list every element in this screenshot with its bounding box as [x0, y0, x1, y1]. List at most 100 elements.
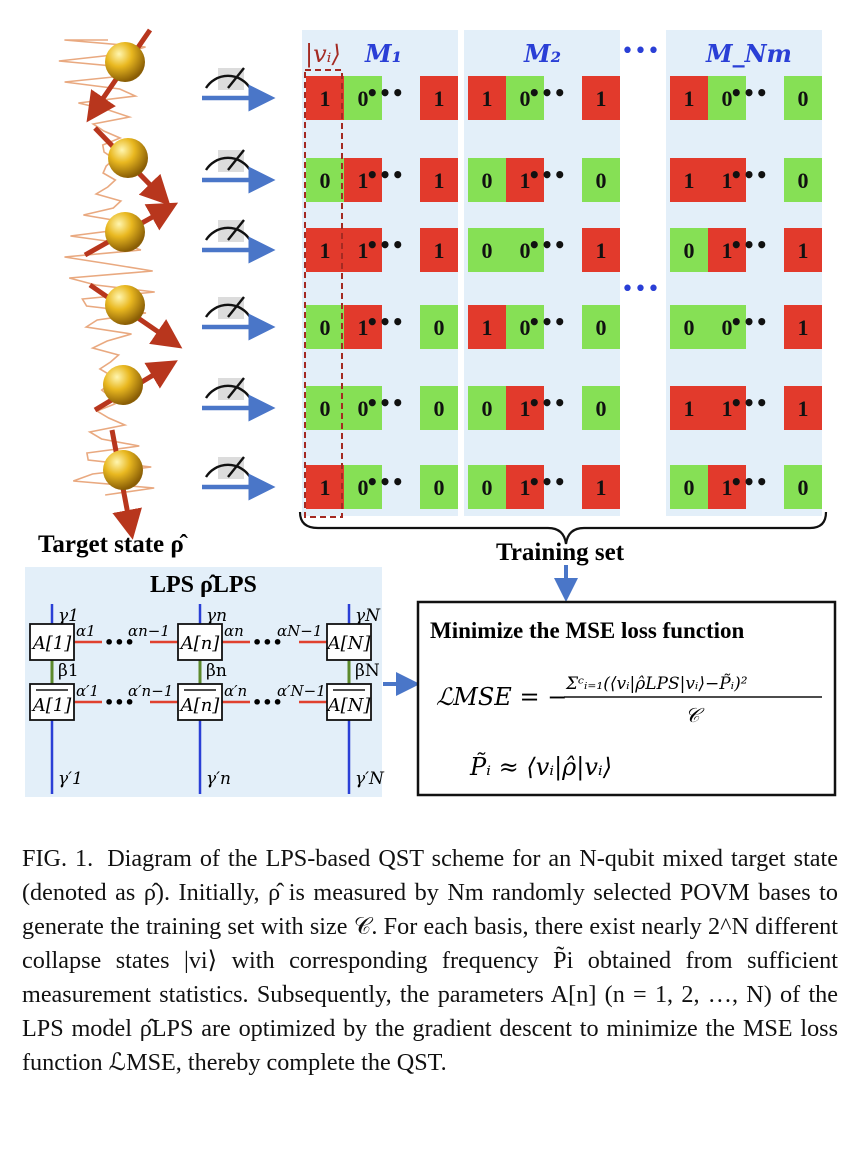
bit-cell: [506, 158, 544, 202]
bit-cell: [708, 386, 746, 430]
bit-cell: [468, 386, 506, 430]
bit-cell: [582, 158, 620, 202]
bit-value: 0: [520, 86, 531, 111]
meter-bg: [218, 68, 244, 90]
meter-needle: [227, 296, 245, 318]
bit-cell: [306, 158, 344, 202]
approx-formula: P̃ᵢ ≈ ⟨vᵢ|ρ̂|vᵢ⟩: [469, 753, 612, 782]
bit-cell: [582, 305, 620, 349]
bit-value: 1: [520, 396, 531, 421]
bit-cell: [784, 228, 822, 272]
bit-value: 0: [596, 168, 607, 193]
bit-value: 0: [722, 315, 733, 340]
bit-value: 0: [358, 396, 369, 421]
caption-text: Diagram of the LPS-based QST scheme for …: [22, 845, 838, 1076]
bit-ellipsis: •••: [366, 310, 404, 334]
bit-cell: [306, 228, 344, 272]
bit-cell: [420, 76, 458, 120]
bit-value: 0: [798, 86, 809, 111]
bit-value: 1: [722, 475, 733, 500]
bit-value: 1: [358, 238, 369, 263]
bit-value: 0: [320, 396, 331, 421]
bit-value: 1: [798, 315, 809, 340]
spin-ball: [103, 365, 143, 405]
bond-ellipsis: •••: [252, 693, 283, 712]
bit-value: 0: [684, 238, 695, 263]
meter-needle: [227, 377, 245, 399]
bit-value: 0: [596, 396, 607, 421]
caption-label: FIG. 1.: [22, 845, 94, 872]
bit-value: 1: [596, 475, 607, 500]
basis-label-m2: M₂: [523, 39, 561, 68]
tensor-label: A[1]: [31, 633, 72, 654]
bit-cell: [506, 305, 544, 349]
bit-cell: [784, 158, 822, 202]
bit-cell: [468, 228, 506, 272]
bit-cell: [670, 158, 708, 202]
spin-chain: [58, 28, 183, 540]
target-state-label: Target state ρ̂: [38, 531, 188, 558]
bit-value: 1: [320, 86, 331, 111]
meter-bg: [218, 297, 244, 319]
meter-needle: [227, 456, 245, 478]
gamma-label: γ′N: [355, 769, 385, 789]
bit-cell: [784, 305, 822, 349]
meter-icon: [204, 226, 252, 241]
bit-value: 0: [320, 315, 331, 340]
meter-needle: [227, 219, 245, 241]
beta-label: β1: [58, 661, 79, 681]
loss-lhs: ℒMSE = −: [436, 683, 567, 711]
bit-value: 1: [684, 86, 695, 111]
gamma-label: γ1: [58, 606, 79, 626]
bit-cell: [784, 76, 822, 120]
bit-value: 0: [520, 315, 531, 340]
alpha-label: αn−1: [128, 622, 170, 640]
bit-ellipsis: •••: [528, 470, 566, 494]
bit-value: 1: [520, 168, 531, 193]
meter-icon: [204, 156, 252, 171]
bit-ellipsis: •••: [366, 163, 404, 187]
bit-value: 1: [520, 475, 531, 500]
bit-cell: [468, 305, 506, 349]
bit-value: 0: [434, 315, 445, 340]
bit-cell: [506, 386, 544, 430]
loss-numerator: Σᶜᵢ₌₁(⟨vᵢ|ρ̂LPS|vᵢ⟩−P̃ᵢ)²: [565, 674, 748, 694]
bit-cell: [468, 465, 506, 509]
tensor-label: A[n]: [179, 633, 221, 654]
bit-ellipsis: •••: [730, 163, 768, 187]
bit-ellipsis: •••: [528, 233, 566, 257]
bond-ellipsis: •••: [104, 693, 135, 712]
bit-value: 0: [798, 168, 809, 193]
bit-value: 1: [722, 168, 733, 193]
bit-value: 0: [798, 475, 809, 500]
basis-label-mnm: M_Nm: [705, 39, 792, 68]
bit-cell: [506, 76, 544, 120]
gamma-label: γN: [355, 606, 381, 626]
alpha-label: α′1: [76, 682, 99, 700]
bit-value: 0: [358, 475, 369, 500]
spin-ball: [103, 450, 143, 490]
bit-cell: [670, 76, 708, 120]
bit-value: 1: [358, 168, 369, 193]
bit-value: 1: [482, 86, 493, 111]
bit-cell: [306, 465, 344, 509]
meter-needle: [227, 67, 245, 89]
bit-ellipsis: •••: [366, 81, 404, 105]
spin-ball: [108, 138, 148, 178]
bit-value: 1: [434, 238, 445, 263]
bit-cell: [468, 158, 506, 202]
bit-cell: [582, 228, 620, 272]
lps-title: LPS ρ̂LPS: [150, 572, 257, 598]
meter-bg: [218, 378, 244, 400]
bit-value: 1: [434, 86, 445, 111]
bit-ellipsis: •••: [730, 81, 768, 105]
bit-cell: [468, 76, 506, 120]
gamma-label: γ′1: [58, 769, 83, 789]
bit-value: 0: [482, 396, 493, 421]
gamma-label: γn: [206, 606, 227, 626]
bit-ellipsis: •••: [366, 233, 404, 257]
bit-value: 0: [722, 86, 733, 111]
vi-label: |vᵢ⟩: [305, 40, 341, 69]
bit-ellipsis: •••: [528, 81, 566, 105]
